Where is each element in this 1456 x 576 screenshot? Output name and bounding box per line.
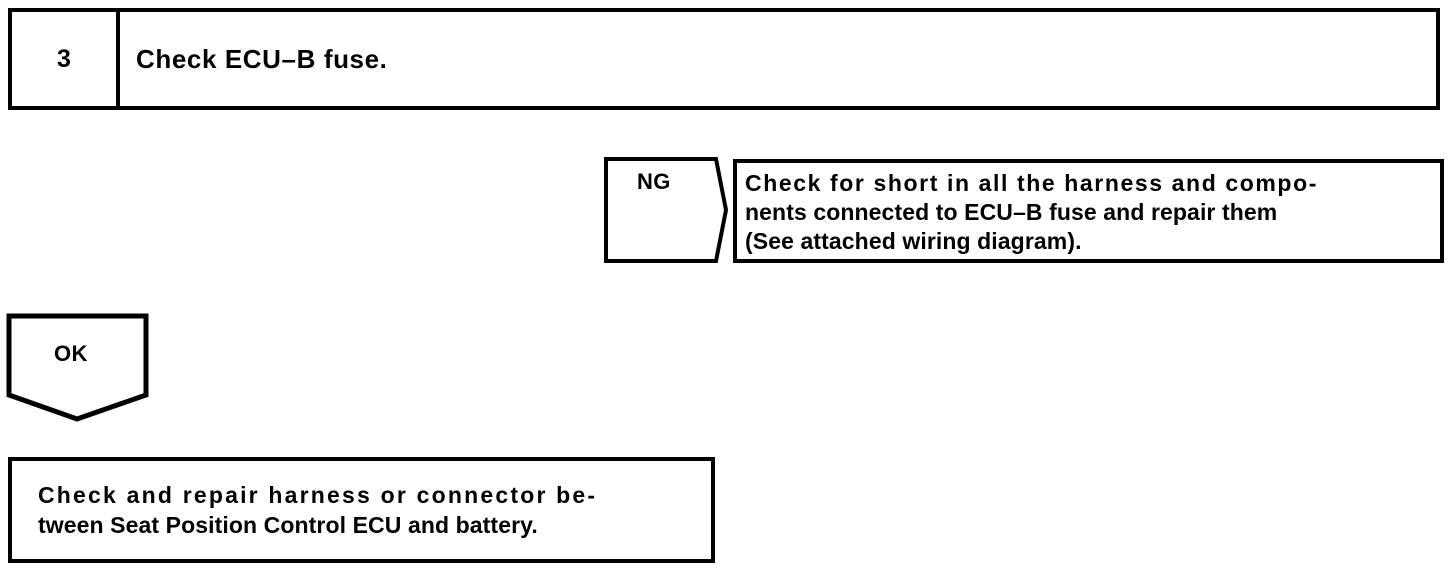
ng-pentagon-tag: NG (604, 157, 728, 263)
step-number: 3 (57, 44, 71, 73)
ng-branch: NG Check for short in all the harness an… (604, 157, 1444, 267)
step-number-cell: 3 (12, 12, 120, 106)
ng-result-text: Check for short in all the harness and c… (745, 169, 1436, 256)
ng-result-box: Check for short in all the harness and c… (733, 159, 1444, 263)
ok-result-line-2: tween Seat Position Control ECU and batt… (38, 512, 538, 538)
ok-result-box: Check and repair harness or connector be… (8, 457, 715, 563)
ng-result-line-3: (See attached wiring diagram). (745, 228, 1082, 254)
ng-result-line-1: Check for short in all the harness and c… (745, 170, 1318, 196)
step-row: 3 Check ECU–B fuse. (8, 8, 1440, 110)
step-instruction-text: Check ECU–B fuse. (136, 44, 388, 74)
ok-pentagon-tag: OK (6, 313, 149, 423)
step-instruction-cell: Check ECU–B fuse. (136, 12, 388, 106)
ok-result-line-1: Check and repair harness or connector be… (38, 482, 598, 508)
ok-tag-label: OK (54, 341, 88, 366)
ng-tag-label: NG (637, 169, 671, 194)
ng-result-line-2: nents connected to ECU–B fuse and repair… (745, 199, 1278, 225)
ok-result-text: Check and repair harness or connector be… (38, 480, 703, 540)
